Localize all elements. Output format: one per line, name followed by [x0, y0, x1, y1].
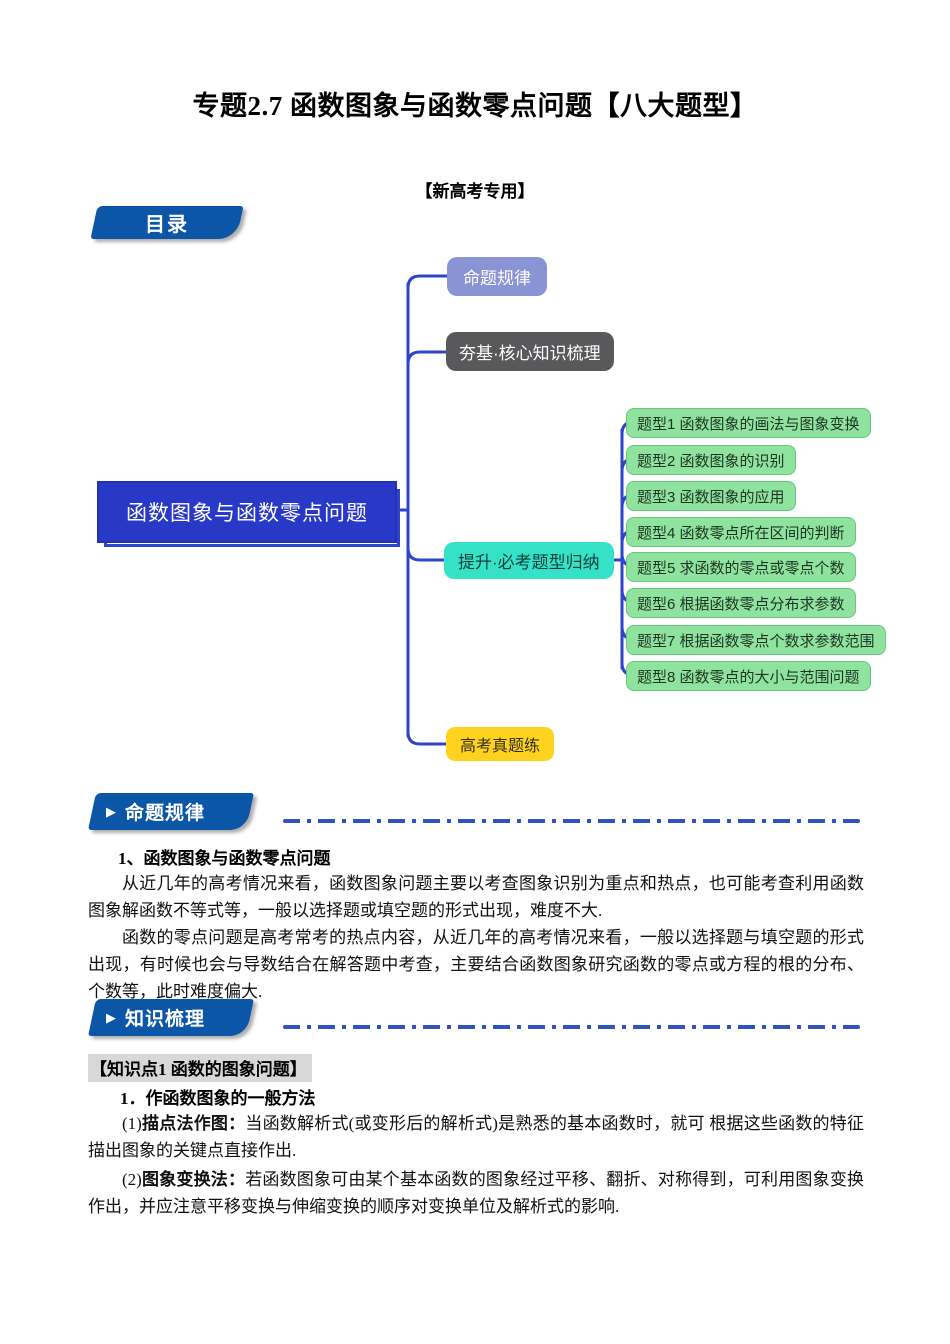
dash-dot-divider — [283, 1025, 860, 1029]
method-1-prefix: (1) — [122, 1114, 142, 1133]
play-icon: ▶ — [106, 1010, 116, 1025]
method-1-paragraph: (1)描点法作图：当函数解析式(或变形后的解析式)是熟悉的基本函数时，就可 根据… — [88, 1110, 864, 1164]
subtopic-8: 题型8 函数零点的大小与范围问题 — [626, 661, 871, 691]
branch-tixing-guina: 提升·必考题型归纳 — [444, 542, 614, 579]
method-2-prefix: (2) — [122, 1170, 142, 1189]
section-banner-mingti: ▶ 命题规律 — [88, 793, 254, 830]
dash-dot-divider — [283, 819, 860, 823]
section-heading: 1、函数图象与函数零点问题 — [118, 849, 331, 868]
knowledge-sub-heading: 1．作函数图象的一般方法 — [120, 1089, 316, 1108]
method-1-body: 当函数解析式(或变形后的解析式)是熟悉的基本函数时，就可 根据这些函数的特征描出… — [88, 1114, 864, 1160]
method-1-lead: 描点法作图： — [141, 1114, 246, 1133]
method-2-lead: 图象变换法： — [141, 1170, 246, 1189]
section-banner-label: 命题规律 — [125, 803, 206, 824]
subtopic-6: 题型6 根据函数零点分布求参数 — [626, 588, 856, 618]
subtopic-2: 题型2 函数图象的识别 — [626, 445, 796, 475]
subtopic-7: 题型7 根据函数零点个数求参数范围 — [626, 625, 886, 655]
branch-zhenti-lian: 高考真题练 — [446, 727, 555, 761]
page-title: 专题2.7 函数图象与函数零点问题【八大题型】 — [192, 91, 758, 121]
toc-banner: 目录 — [90, 206, 244, 239]
paragraph-zero-problems: 函数的零点问题是高考常考的热点内容，从近几年的高考情况来看，一般以选择题与填空题… — [88, 928, 864, 1001]
play-icon: ▶ — [106, 804, 116, 819]
subtopic-4: 题型4 函数零点所在区间的判断 — [626, 517, 856, 547]
branch-hexin-zhishi: 夯基·核心知识梳理 — [446, 332, 614, 371]
method-2-paragraph: (2)图象变换法：若函数图象可由某个基本函数的图象经过平移、翻折、对称得到，可利… — [88, 1166, 864, 1220]
section-banner-label: 知识梳理 — [125, 1009, 206, 1030]
knowledge-point-header: 【知识点1 函数的图象问题】 — [88, 1054, 312, 1082]
toc-banner-label: 目录 — [145, 214, 189, 236]
subtopic-3: 题型3 函数图象的应用 — [626, 481, 796, 511]
subtopic-1: 题型1 函数图象的画法与图象变换 — [626, 408, 871, 438]
subtopic-5: 题型5 求函数的零点或零点个数 — [626, 552, 856, 582]
page-subtitle: 【新高考专用】 — [415, 182, 535, 201]
section-banner-zhishi: ▶ 知识梳理 — [88, 999, 254, 1036]
paragraph-graph-problems: 从近几年的高考情况来看，函数图象问题主要以考查图象识别为重点和热点，也可能考查利… — [88, 874, 864, 920]
mindmap-root-node: 函数图象与函数零点问题 — [97, 481, 397, 543]
branch-mingti-guilv: 命题规律 — [447, 257, 547, 296]
method-2-body: 若函数图象可由某个基本函数的图象经过平移、翻折、对称得到，可利用图象变换作出，并… — [88, 1170, 865, 1216]
